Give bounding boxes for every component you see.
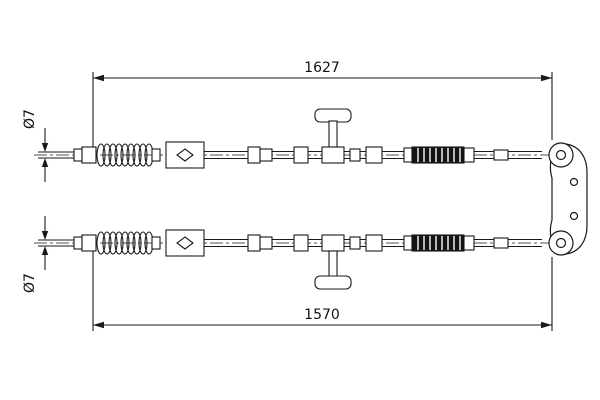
dim-arrow-left-icon xyxy=(93,74,104,82)
cable-fitting xyxy=(365,234,383,252)
cable-end-nipple xyxy=(73,236,83,250)
adjuster-top xyxy=(314,108,352,164)
dimension-top-label-group: 1627 xyxy=(304,60,340,76)
dimension-top-group xyxy=(92,72,553,148)
cable-top-group xyxy=(34,108,552,169)
boot-collar xyxy=(463,235,475,251)
bracket-hole xyxy=(569,211,579,221)
dia-arrow-down-icon xyxy=(41,231,49,240)
spring-boot xyxy=(96,231,154,255)
adjuster-stem xyxy=(328,250,338,278)
dia-label-bottom: Ø7 xyxy=(22,273,38,293)
ribbed-boot xyxy=(403,146,475,164)
boot-collar xyxy=(403,147,413,163)
adjuster-collar xyxy=(321,234,345,252)
ribbed-boot xyxy=(403,234,475,252)
equalizer-bracket-group xyxy=(548,142,588,256)
dimension-bottom-label-group: 1570 xyxy=(304,307,340,323)
adjuster-cap xyxy=(314,275,352,290)
diameter-top-group xyxy=(41,128,49,182)
cable-fitting xyxy=(293,234,309,252)
adjuster-cap xyxy=(314,108,352,123)
dia-arrow-up-icon xyxy=(41,246,49,255)
cable-fitting xyxy=(247,146,261,164)
boot-body xyxy=(411,146,465,164)
spring-end-collar xyxy=(151,236,161,250)
cable-end-ferrule xyxy=(81,234,97,252)
conduit-box-diamond-icon xyxy=(176,236,194,250)
cable-fitting xyxy=(349,148,361,162)
cable-fitting xyxy=(259,148,273,162)
dia-arrow-up-icon xyxy=(41,158,49,167)
conduit-box-diamond-icon xyxy=(176,148,194,162)
cable-end-ferrule xyxy=(81,146,97,164)
bracket-eye-bottom-hole xyxy=(555,237,567,249)
dia-label-top: Ø7 xyxy=(22,109,38,129)
cable-fitting xyxy=(349,236,361,250)
cable-end-nipple xyxy=(73,148,83,162)
dim-label-top: 1627 xyxy=(304,60,340,76)
dim-arrow-left-icon xyxy=(93,321,104,329)
bracket-eye-top-hole xyxy=(555,149,567,161)
dia-arrow-down-icon xyxy=(41,143,49,152)
cable-bottom-group xyxy=(34,229,552,290)
dimension-bottom-group xyxy=(92,250,553,331)
cable-fitting xyxy=(293,146,309,164)
diameter-top-label-group: Ø7 xyxy=(22,109,38,129)
boot-body xyxy=(411,234,465,252)
bracket-hole xyxy=(569,177,579,187)
boot-collar xyxy=(463,147,475,163)
spring-boot xyxy=(96,143,154,167)
adjuster-bottom xyxy=(314,234,352,290)
dim-arrow-right-icon xyxy=(541,74,552,82)
boot-collar xyxy=(403,235,413,251)
spring-end-collar xyxy=(151,148,161,162)
cable-fitting xyxy=(259,236,273,250)
adjuster-collar xyxy=(321,146,345,164)
cable-fitting xyxy=(365,146,383,164)
dim-label-bottom: 1570 xyxy=(304,307,340,323)
dim-arrow-right-icon xyxy=(541,321,552,329)
cable-end-cylinder xyxy=(493,149,509,161)
diameter-bottom-group xyxy=(41,216,49,270)
cable-fitting xyxy=(247,234,261,252)
diameter-bottom-label-group: Ø7 xyxy=(22,273,38,293)
adjuster-stem xyxy=(328,120,338,148)
cable-end-cylinder xyxy=(493,237,509,249)
